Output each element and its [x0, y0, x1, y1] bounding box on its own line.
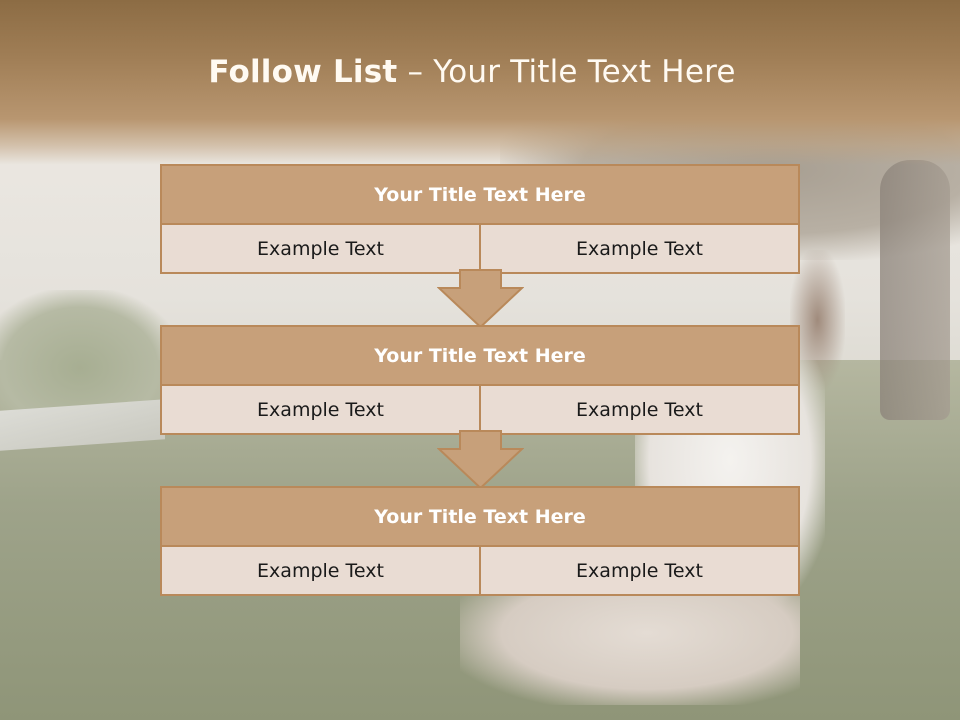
- block-row: Example Text Example Text: [162, 225, 798, 272]
- background-person-legs: [460, 585, 800, 705]
- block-title: Your Title Text Here: [162, 327, 798, 386]
- slide-title-rest: – Your Title Text Here: [407, 54, 736, 90]
- slide-title: Follow List – Your Title Text Here: [0, 54, 944, 90]
- block-title: Your Title Text Here: [162, 166, 798, 225]
- block-cell-right: Example Text: [479, 386, 798, 433]
- list-block-1: Your Title Text Here Example Text Exampl…: [160, 164, 800, 274]
- block-title: Your Title Text Here: [162, 488, 798, 547]
- block-row: Example Text Example Text: [162, 386, 798, 433]
- list-block-3: Your Title Text Here Example Text Exampl…: [160, 486, 800, 596]
- block-cell-right: Example Text: [479, 547, 798, 594]
- header-band: [0, 0, 960, 165]
- block-row: Example Text Example Text: [162, 547, 798, 594]
- block-cell-left: Example Text: [257, 237, 384, 260]
- block-cell-right: Example Text: [479, 225, 798, 272]
- slide-title-bold: Follow List: [208, 54, 398, 90]
- down-arrow-icon: [437, 430, 524, 490]
- down-arrow-icon: [437, 269, 524, 329]
- block-cell-left: Example Text: [257, 559, 384, 582]
- list-block-2: Your Title Text Here Example Text Exampl…: [160, 325, 800, 435]
- background-trees: [0, 290, 180, 420]
- background-tree-trunk: [880, 160, 950, 420]
- block-cell-left: Example Text: [257, 398, 384, 421]
